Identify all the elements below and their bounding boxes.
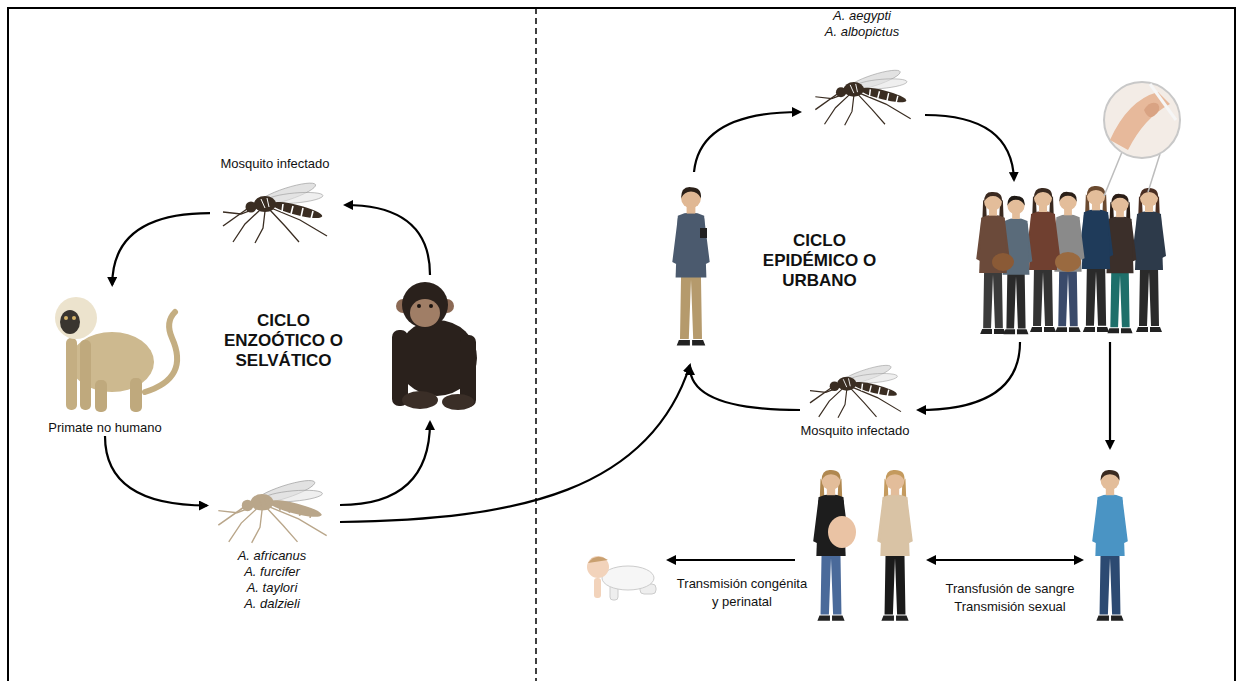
figure-label: Primate no humano <box>33 420 177 436</box>
illustration-part <box>64 316 68 320</box>
pregnant-woman-figure <box>813 470 856 621</box>
illustration-part <box>8 8 1235 681</box>
illustration-part <box>1132 188 1166 332</box>
illustration-part <box>345 205 430 275</box>
monkey-figure <box>55 297 177 412</box>
illustration-part <box>672 187 709 345</box>
illustration-part <box>918 342 1020 410</box>
transmission-label-box: Transmisión congénita y perinatal <box>672 574 812 610</box>
cycle-title: CICLO EPIDÉMICO O URBANO <box>763 231 876 290</box>
illustration-part <box>828 516 856 548</box>
illustration-part <box>694 112 800 172</box>
cycle-arrow <box>105 436 207 506</box>
illustration-part <box>602 566 654 590</box>
figure-node: Mosquito infectado <box>795 355 915 439</box>
figure-label: Mosquito infectado <box>210 156 340 172</box>
transmission-label: Transmisión sexual <box>954 599 1066 614</box>
species-name: A. furcifer <box>207 564 337 580</box>
illustration-part <box>66 338 77 410</box>
illustration-part <box>535 8 537 681</box>
woman-figure <box>877 470 913 621</box>
illustration-part <box>1150 84 1176 120</box>
transmission-label: Transfusión de sangre <box>946 581 1075 596</box>
cycle-title: CICLO ENZOÓTICO O SELVÁTICO <box>224 311 343 370</box>
illustration-part <box>1079 186 1113 332</box>
illustration-part <box>668 559 795 561</box>
illustration-part <box>340 365 690 522</box>
zoom-bubble <box>1104 82 1180 196</box>
figure-space <box>207 470 337 548</box>
illustration-part <box>60 310 80 334</box>
transmission-label: Transmisión congénita y perinatal <box>677 576 807 609</box>
illustration-part <box>1148 154 1160 192</box>
illustration-part <box>700 228 707 238</box>
illustration-part <box>130 378 142 412</box>
mosquito-figure <box>218 67 910 543</box>
illustration-part <box>340 422 430 505</box>
illustration-part <box>218 476 326 543</box>
figure-label: Mosquito infectado <box>795 423 915 439</box>
species-name: A. africanus <box>207 548 337 564</box>
illustration-part <box>690 367 800 410</box>
illustration-part <box>1055 252 1081 272</box>
illustration-part <box>223 179 327 243</box>
figure-space <box>210 172 340 244</box>
illustration-part <box>80 340 91 410</box>
illustration-part <box>1144 103 1159 117</box>
species-name: A. dalzieli <box>207 596 337 612</box>
cycle-title-box: CICLO ENZOÓTICO O SELVÁTICO <box>216 311 351 371</box>
frame <box>8 8 1235 681</box>
cycle-arrow <box>112 213 210 285</box>
figure-space <box>33 285 177 420</box>
illustration-part <box>1051 192 1084 332</box>
figure-node: A. africanusA. furciferA. tayloriA. dalz… <box>207 470 337 612</box>
man-figure <box>1092 470 1128 621</box>
chimpanzee-figure <box>392 282 477 410</box>
baby-figure <box>587 556 656 600</box>
species-name: A. albopictus <box>802 24 922 40</box>
walking-man-figure <box>672 187 709 345</box>
illustration-part <box>442 394 474 410</box>
species-name: A. aegypti <box>802 8 922 24</box>
cycle-title-box: CICLO EPIDÉMICO O URBANO <box>752 231 887 291</box>
illustration-part <box>928 559 1082 561</box>
figure-space <box>802 40 922 136</box>
figure-space <box>795 355 915 423</box>
crowd-figure <box>976 186 1166 334</box>
illustration-part <box>72 316 76 320</box>
figure-node: A. aegyptiA. albopictus <box>802 8 922 136</box>
illustration-part <box>402 282 448 328</box>
illustration-part <box>992 253 1014 271</box>
figure-node: Mosquito infectado <box>210 156 340 244</box>
cycle-arrow <box>340 112 1110 560</box>
illustration-part <box>1104 82 1180 158</box>
species-name: A. taylori <box>207 580 337 596</box>
illustration-part <box>877 470 913 621</box>
illustration-part <box>587 556 609 578</box>
transmission-label-box: Transmisión sexual <box>935 597 1085 615</box>
illustration-part <box>588 557 608 563</box>
illustration-part <box>925 115 1014 180</box>
illustration-part <box>417 304 421 308</box>
illustration-part <box>410 299 440 327</box>
illustration-part <box>402 391 438 409</box>
illustration-part <box>429 304 433 308</box>
illustration-part <box>1104 152 1122 196</box>
illustration-part <box>95 380 107 412</box>
illustration-part <box>815 67 910 126</box>
figure-node: Primate no humano <box>33 285 177 436</box>
transmission-label-box: Transfusión de sangre <box>935 579 1085 597</box>
illustration-part <box>1092 470 1128 621</box>
illustration-part <box>1109 342 1111 448</box>
illustration-part <box>810 362 901 418</box>
illustration-part <box>55 297 97 339</box>
illustration-part <box>594 578 601 598</box>
